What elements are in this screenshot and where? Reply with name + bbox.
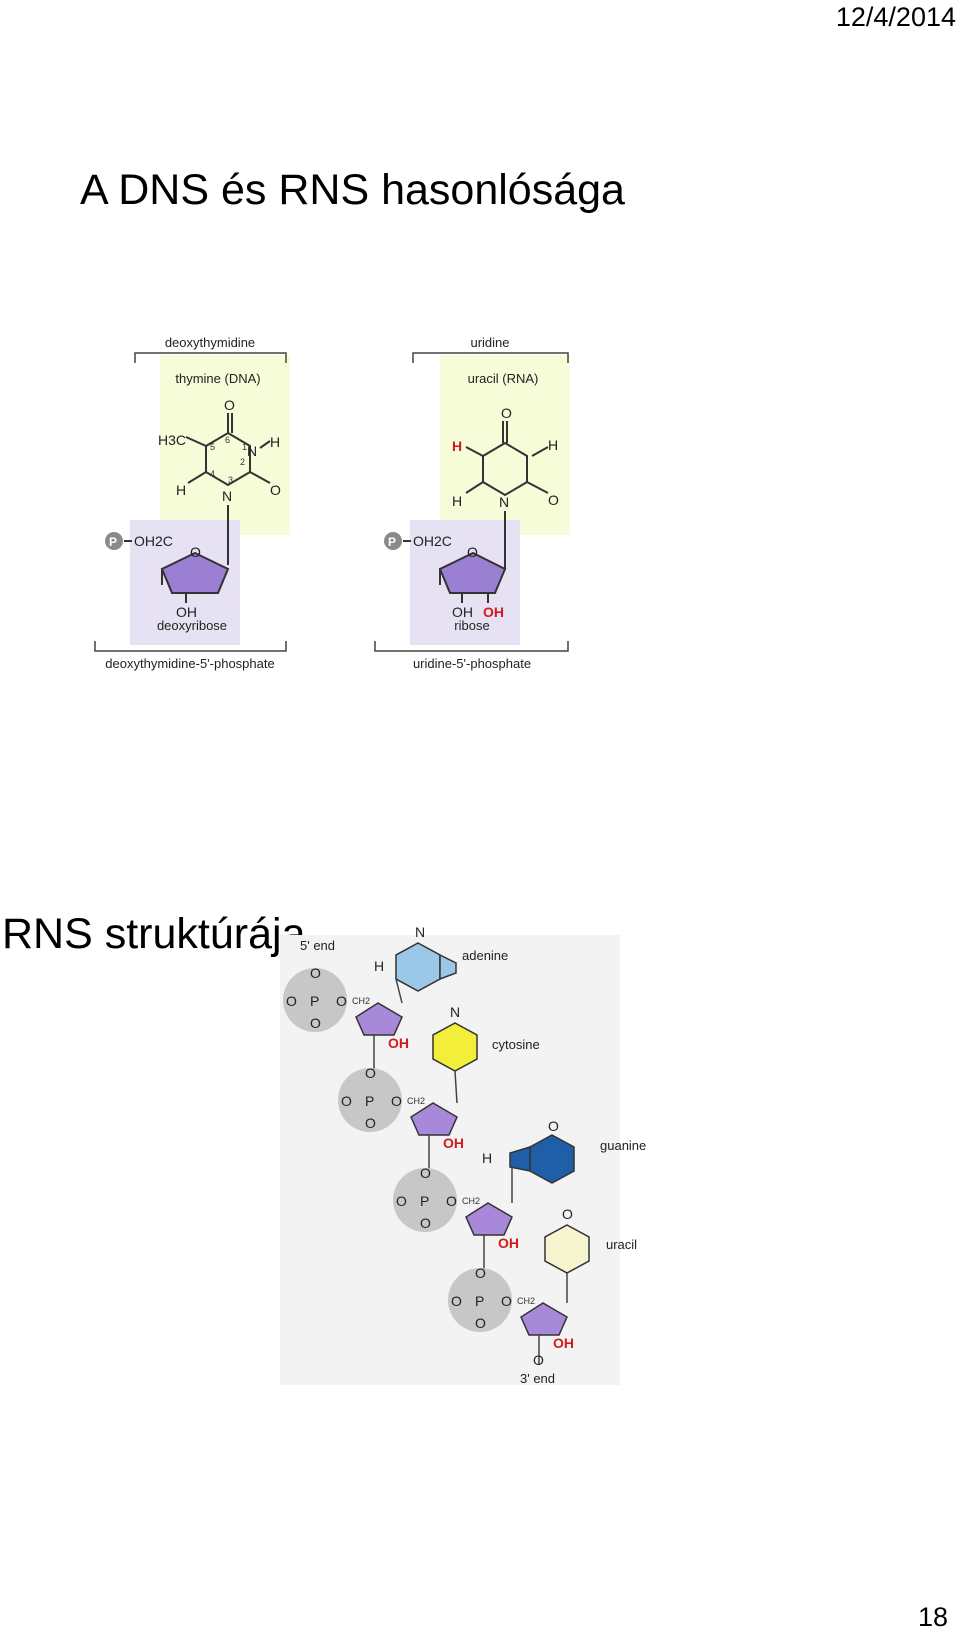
- svg-text:H: H: [482, 1150, 492, 1166]
- label-guanine: guanine: [600, 1138, 646, 1153]
- label-deoxythymidine-phosphate: deoxythymidine-5'-phosphate: [105, 656, 274, 671]
- label-three-end: 3' end: [520, 1371, 555, 1386]
- svg-text:O: O: [365, 1065, 376, 1081]
- svg-text:O: O: [396, 1193, 407, 1209]
- phosphate-symbol-right: P: [388, 535, 396, 549]
- oh-3: OH: [498, 1235, 519, 1251]
- label-extra-oh-right: OH: [483, 604, 504, 620]
- label-uridine: uridine: [470, 335, 509, 350]
- svg-text:O: O: [548, 1118, 559, 1134]
- svg-text:H: H: [270, 434, 280, 450]
- svg-text:O: O: [467, 544, 478, 560]
- slide-title-structure: RNS struktúrája: [2, 910, 306, 958]
- svg-text:O: O: [475, 1315, 486, 1331]
- svg-text:H: H: [548, 437, 558, 453]
- svg-text:O: O: [190, 544, 201, 560]
- label-deoxythymidine: deoxythymidine: [165, 335, 255, 350]
- svg-text:O: O: [533, 1352, 544, 1368]
- figure-rna-strand: 5' end O P OO O CH2 OH N H adenine O P O…: [280, 924, 646, 1386]
- svg-text:N: N: [222, 488, 232, 504]
- page-number: 18: [917, 1602, 948, 1632]
- label-oh-right: OH: [452, 604, 473, 620]
- svg-text:O: O: [310, 965, 321, 981]
- svg-text:1: 1: [242, 442, 247, 452]
- svg-text:O: O: [562, 1206, 573, 1222]
- svg-text:H: H: [452, 493, 462, 509]
- svg-text:O: O: [224, 397, 235, 413]
- svg-text:N: N: [415, 924, 425, 940]
- svg-text:O: O: [341, 1093, 352, 1109]
- ch2-1: CH2: [352, 996, 370, 1006]
- date: 12/4/2014: [835, 2, 956, 32]
- svg-text:3: 3: [228, 475, 233, 485]
- svg-text:5: 5: [210, 442, 215, 452]
- label-uracil: uracil: [606, 1237, 637, 1252]
- phosphate-3: P: [420, 1193, 429, 1209]
- ch2-4: CH2: [517, 1296, 535, 1306]
- label-adenine: adenine: [462, 948, 508, 963]
- oh-4: OH: [553, 1335, 574, 1351]
- svg-text:O: O: [501, 405, 512, 421]
- svg-text:O: O: [475, 1265, 486, 1281]
- phosphate-1: P: [310, 993, 319, 1009]
- svg-text:H: H: [374, 958, 384, 974]
- svg-text:N: N: [499, 494, 509, 510]
- svg-text:N: N: [247, 443, 257, 459]
- svg-text:O: O: [548, 492, 559, 508]
- svg-text:4: 4: [210, 469, 215, 479]
- slide-title-similarity: A DNS és RNS hasonlósága: [80, 166, 625, 214]
- svg-text:O: O: [446, 1193, 457, 1209]
- svg-text:O: O: [420, 1215, 431, 1231]
- svg-text:O: O: [391, 1093, 402, 1109]
- label-thymine: thymine (DNA): [175, 371, 260, 386]
- svg-text:6: 6: [225, 435, 230, 445]
- phosphate-4: P: [475, 1293, 484, 1309]
- label-five-end: 5' end: [300, 938, 335, 953]
- oh-1: OH: [388, 1035, 409, 1051]
- label-cytosine: cytosine: [492, 1037, 540, 1052]
- svg-text:O: O: [365, 1115, 376, 1131]
- label-uracil: uracil (RNA): [468, 371, 539, 386]
- ch2-3: CH2: [462, 1196, 480, 1206]
- label-methyl: H3C: [158, 432, 186, 448]
- svg-text:2: 2: [240, 457, 245, 467]
- svg-text:O: O: [270, 482, 281, 498]
- label-oh2c-left: OH2C: [134, 533, 173, 549]
- label-highlight-h: H: [452, 438, 462, 454]
- label-ribose: ribose: [454, 618, 489, 633]
- svg-text:O: O: [451, 1293, 462, 1309]
- phosphate-2: P: [365, 1093, 374, 1109]
- ch2-2: CH2: [407, 1096, 425, 1106]
- label-oh-left: OH: [176, 604, 197, 620]
- phosphate-symbol-left: P: [109, 535, 117, 549]
- svg-text:O: O: [501, 1293, 512, 1309]
- svg-text:H: H: [176, 482, 186, 498]
- label-deoxyribose: deoxyribose: [157, 618, 227, 633]
- oh-2: OH: [443, 1135, 464, 1151]
- svg-text:O: O: [336, 993, 347, 1009]
- svg-text:N: N: [450, 1004, 460, 1020]
- figure-dna-rna-comparison: deoxythymidine thymine (DNA) O N H O N H…: [94, 335, 570, 671]
- svg-text:O: O: [286, 993, 297, 1009]
- svg-text:O: O: [310, 1015, 321, 1031]
- label-uridine-phosphate: uridine-5'-phosphate: [413, 656, 531, 671]
- svg-text:O: O: [420, 1165, 431, 1181]
- label-oh2c-right: OH2C: [413, 533, 452, 549]
